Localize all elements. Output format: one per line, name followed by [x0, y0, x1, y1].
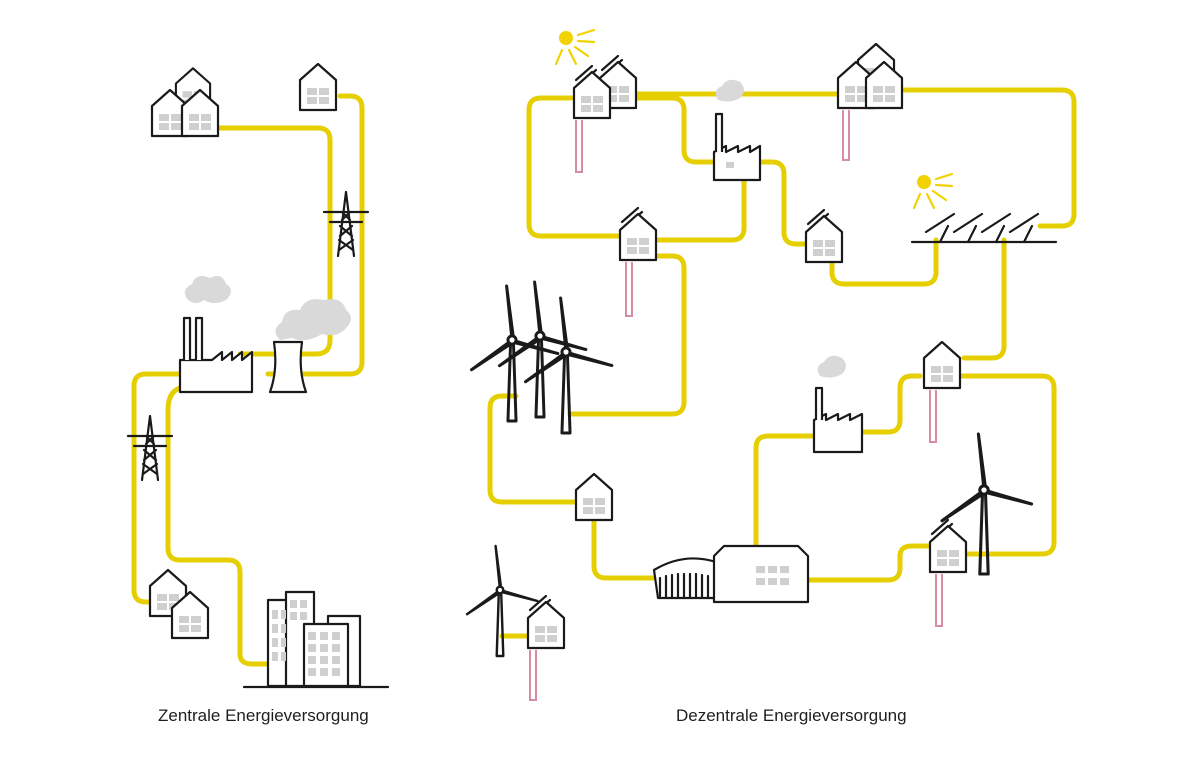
- factory-icon: [712, 79, 762, 182]
- house-icon: [526, 594, 566, 650]
- house-icon: [618, 206, 658, 262]
- house-cluster-icon: [150, 67, 220, 138]
- house-cluster-icon: [836, 42, 904, 110]
- geothermal-probe-icon: [625, 262, 633, 317]
- geothermal-probe-icon: [842, 110, 850, 161]
- cooling-tower-icon: [268, 299, 351, 394]
- house-icon: [928, 518, 968, 574]
- caption-decentral-supply: Dezentrale Energieversorgung: [676, 706, 907, 725]
- sun-icon: [554, 28, 596, 66]
- biogas-plant-icon: [652, 544, 810, 604]
- house-icon: [298, 62, 338, 112]
- house-cluster-icon: [572, 54, 638, 120]
- power-cables: [131, 87, 1077, 667]
- sun-icon: [912, 172, 954, 210]
- factory-icon: [178, 276, 254, 394]
- factory-icon: [812, 355, 864, 454]
- geothermal-probe-icon: [935, 574, 943, 627]
- caption-central-supply: Zentrale Energieversorgung: [158, 706, 369, 725]
- wind-turbine-icon: [465, 544, 539, 658]
- house-icon: [804, 208, 844, 264]
- house-icon: [922, 340, 962, 390]
- city-buildings-icon: [242, 590, 390, 689]
- geothermal-probe-icon: [575, 120, 583, 173]
- geothermal-probe-icon: [929, 390, 937, 443]
- solar-panel-icon: [910, 212, 1058, 244]
- house-icon: [574, 472, 614, 522]
- geothermal-probe-icon: [529, 650, 537, 701]
- house-cluster-icon: [148, 568, 210, 640]
